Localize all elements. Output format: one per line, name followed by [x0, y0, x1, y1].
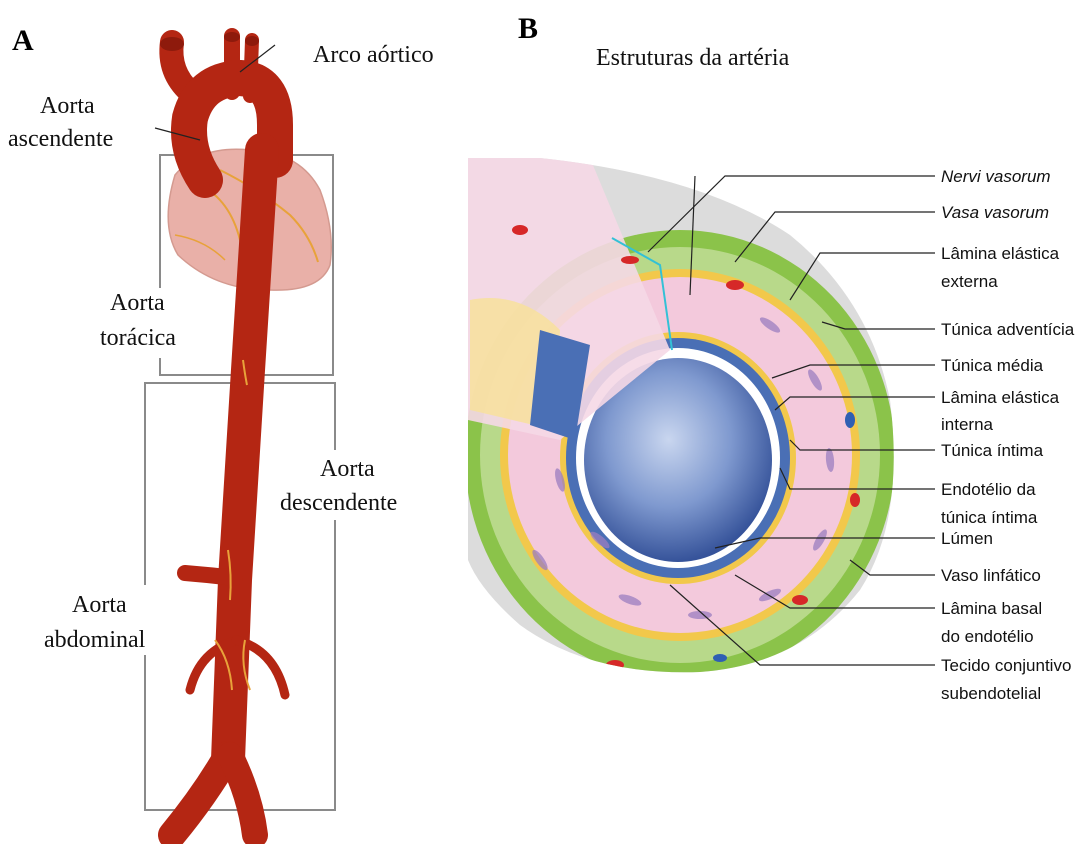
panel-b-letter: B	[518, 12, 538, 45]
label-nervi-vasorum: Nervi vasorum	[941, 167, 1051, 186]
descending-label-line1: Aorta	[320, 456, 375, 482]
ascending-label-line1: Aorta	[40, 93, 95, 119]
panel-a: A	[8, 24, 434, 835]
descending-label-line2: descendente	[280, 490, 397, 516]
ascending-label-line2: ascendente	[8, 126, 113, 152]
label-external-elastic-lamina-line2: externa	[941, 272, 998, 291]
label-basal-lamina-line1: Lâmina basal	[941, 599, 1042, 618]
label-internal-elastic-lamina-line1: Lâmina elástica	[941, 388, 1060, 407]
label-lumen: Lúmen	[941, 529, 993, 548]
label-lymphatic-vessel: Vaso linfático	[941, 566, 1041, 585]
artery-cross-section	[465, 158, 908, 680]
thoracic-label-line2: torácica	[100, 325, 176, 351]
panel-b-labels: Nervi vasorum Vasa vasorum Lâmina elásti…	[941, 167, 1075, 703]
label-endothelium-line2: túnica íntima	[941, 508, 1038, 527]
panel-b: B Estruturas da artéria	[465, 12, 1075, 703]
label-internal-elastic-lamina-line2: interna	[941, 415, 994, 434]
thoracic-label-line1: Aorta	[110, 290, 165, 316]
abdominal-label-line2: abdominal	[44, 627, 146, 653]
arch-label: Arco aórtico	[313, 42, 434, 68]
label-subendothelial-tissue-line2: subendotelial	[941, 684, 1041, 703]
label-vasa-vasorum: Vasa vasorum	[941, 203, 1049, 222]
label-tunica-adventitia: Túnica adventícia	[941, 320, 1075, 339]
label-subendothelial-tissue-line1: Tecido conjuntivo	[941, 656, 1071, 675]
label-basal-lamina-line2: do endotélio	[941, 627, 1034, 646]
label-tunica-intima: Túnica íntima	[941, 441, 1044, 460]
label-tunica-media: Túnica média	[941, 356, 1044, 375]
label-endothelium-line1: Endotélio da	[941, 480, 1036, 499]
panel-a-letter: A	[12, 24, 34, 57]
abdominal-label-line1: Aorta	[72, 592, 127, 618]
label-external-elastic-lamina-line1: Lâmina elástica	[941, 244, 1060, 263]
panel-b-title: Estruturas da artéria	[596, 45, 790, 71]
